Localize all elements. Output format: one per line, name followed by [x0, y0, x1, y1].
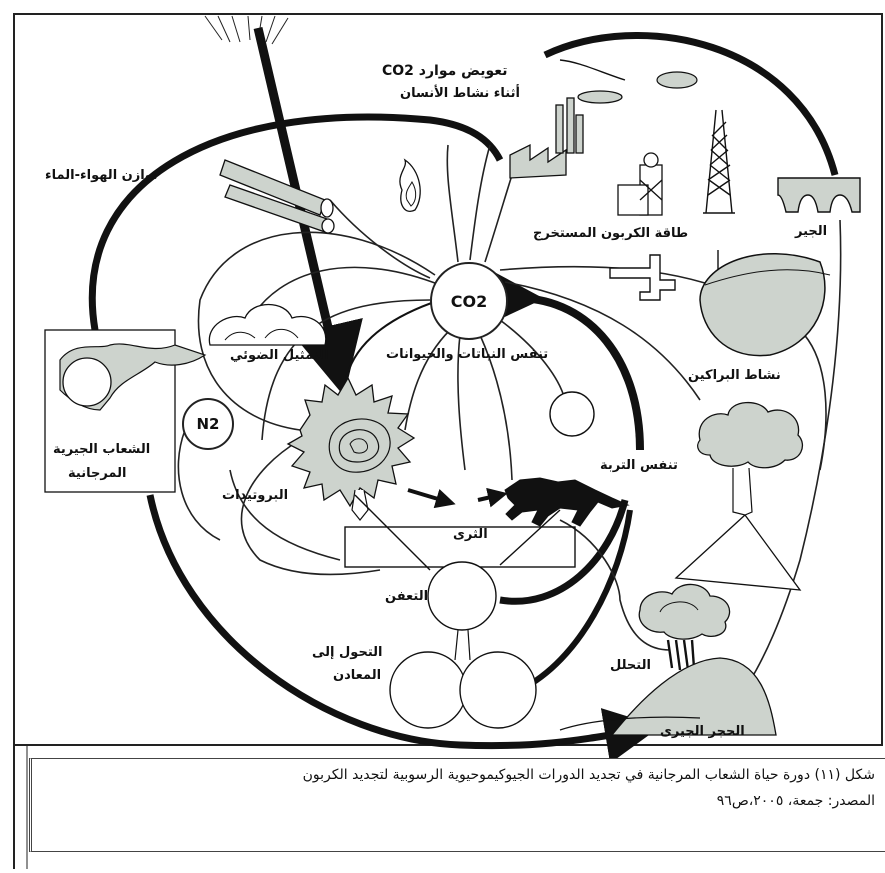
putrefaction-label: التعفن: [385, 589, 428, 604]
decomposition-label: التحلل: [610, 658, 651, 673]
logs-icon: [220, 160, 334, 233]
air-water-balance-label: توازن الهواء-الماء: [45, 168, 158, 183]
photosynthesis-label: التمثيل الضوئي: [230, 348, 328, 363]
caption-box: شكل (١١) دورة حياة الشعاب المرجانية في ت…: [29, 758, 885, 852]
respiration-circle: [550, 392, 594, 436]
human-activity-label: أثناء نشاط الأنسان: [400, 86, 520, 101]
limestone-rock-label: الحجر الجيرى: [660, 724, 745, 739]
coral-reefs-label-line1: الشعاب الجيرية: [53, 442, 150, 457]
plant-biomass-icon: [288, 378, 414, 520]
volcanic-activity-label: نشاط البراكين: [688, 368, 781, 383]
caption-source: المصدر: جمعة، ٢٠٠٥،ص٩٦: [717, 793, 875, 809]
proteins-label: البروتيدات: [222, 488, 288, 503]
soil-respiration-label: تنفس التربة: [600, 458, 678, 473]
plant-animal-respiration-label: تنفس النباتات والحيوانات: [386, 347, 548, 362]
co2-circle: CO2: [430, 262, 508, 340]
mineral-circle-right: [460, 652, 536, 728]
fossil-carbon-energy-label: طاقة الكربون المستخرج: [533, 226, 688, 241]
lime-loop: [545, 35, 835, 175]
putrefaction-circle: [428, 562, 496, 630]
mineral-circle-left: [390, 652, 466, 728]
co2-compensation-label: تعويض موارد CO2: [382, 63, 507, 79]
n2-circle: N2: [182, 398, 234, 450]
volcano-icon: [676, 403, 802, 590]
caption-title: شكل (١١) دورة حياة الشعاب المرجانية في ت…: [303, 767, 875, 783]
building-icon: [618, 153, 662, 215]
mineralization-label-line2: المعادن: [333, 668, 381, 683]
vegetation-icon: [209, 305, 325, 346]
decomposition-icon: [639, 584, 729, 670]
lime-label: الجير: [795, 224, 827, 239]
mineralization-label-line1: التحول إلى: [312, 645, 382, 660]
coral-reefs-label-line2: المرجانية: [68, 466, 126, 481]
animal-icon: [505, 478, 628, 526]
soil-label: الثرى: [453, 527, 488, 542]
factory-icon: [510, 91, 622, 178]
oil-derrick-icon: [703, 110, 735, 213]
lime-kiln-icon: [778, 178, 860, 212]
sun-rays: [205, 16, 288, 44]
coal-deposit-shape: [700, 254, 825, 356]
